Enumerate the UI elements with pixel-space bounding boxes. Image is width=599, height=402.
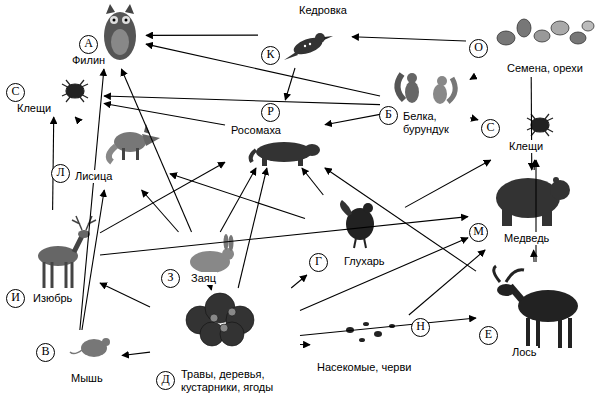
food-arrow [302, 168, 323, 195]
organism-name: Лось [511, 346, 538, 359]
food-arrow [535, 160, 536, 262]
owl-picture [104, 4, 136, 60]
organism-node: Н Насекомые, черви [310, 315, 435, 377]
organism-name: Медведь [503, 232, 550, 245]
letter-circle: З [161, 269, 180, 288]
letter-circle: С [6, 83, 25, 102]
food-arrow [470, 118, 478, 120]
food-arrow [352, 37, 466, 41]
bush-picture [186, 293, 254, 346]
letter-circle: Е [479, 326, 498, 345]
insects-picture [346, 322, 395, 342]
food-arrow [405, 160, 491, 207]
letter-circle: Г [309, 253, 328, 272]
wolverine-picture [251, 142, 320, 166]
food-arrow [104, 103, 225, 125]
organism-node: С Клещи [478, 110, 594, 160]
organism-name: Заяц [190, 272, 217, 285]
bear-picture [496, 177, 570, 226]
organism-name: Росомаха [230, 124, 282, 137]
organism-node: Е Лось [476, 262, 596, 362]
food-arrow [122, 352, 150, 355]
food-arrow [100, 217, 468, 255]
organism-node: Л Лисица [50, 118, 170, 190]
food-arrow [146, 35, 258, 36]
organism-node: О Семена, орехи [466, 10, 596, 77]
food-arrow [104, 96, 380, 105]
food-arrow [80, 69, 104, 330]
organism-node: Г Глухарь [305, 195, 405, 275]
food-arrow [75, 117, 77, 118]
letter-circle: М [469, 223, 488, 242]
bird-picture [284, 33, 333, 60]
letter-circle: В [36, 343, 55, 362]
squirrel-picture [397, 73, 455, 104]
organism-name: Лисица [74, 170, 113, 183]
food-arrow [533, 250, 535, 262]
organism-node: СКлещи [4, 72, 104, 117]
food-arrow [82, 190, 104, 330]
food-arrow [100, 162, 225, 233]
fox-picture [109, 124, 160, 162]
letter-circle: С [481, 119, 500, 138]
grouse-picture [340, 200, 374, 248]
organism-name: Клещи [508, 140, 544, 153]
organism-name: Филин [71, 54, 106, 67]
food-arrow [146, 44, 380, 96]
organism-name: Травы, деревья, кустарники, ягоды [180, 368, 297, 394]
organism-name: Кедровка [298, 4, 348, 17]
food-arrow [409, 250, 485, 315]
nuts-picture [497, 19, 594, 45]
moose-picture [494, 266, 578, 348]
organism-node: З Заяц [158, 232, 250, 290]
letter-circle: Б [379, 106, 398, 125]
food-arrow [531, 77, 533, 170]
food-arrow [285, 68, 295, 100]
organism-name: Мышь [70, 372, 104, 385]
organism-node: Р Росомаха [225, 100, 325, 168]
food-arrow [142, 190, 179, 232]
food-arrow [534, 160, 536, 170]
food-arrow [325, 168, 476, 271]
food-arrow [170, 174, 305, 219]
organism-node: М Медведь [468, 170, 596, 250]
food-arrow [325, 114, 380, 124]
food-arrow [291, 275, 307, 288]
letter-circle: А [79, 35, 98, 54]
food-arrow [238, 168, 267, 288]
organism-node: И Изюбрь [4, 210, 100, 310]
food-arrow [210, 288, 212, 290]
mouse-picture [70, 338, 110, 357]
food-arrow [300, 318, 476, 336]
organism-node: Д Травы, деревья, кустарники, ягоды [150, 288, 300, 398]
organism-name: Насекомые, черви [316, 361, 433, 374]
hare-picture [190, 234, 234, 273]
letter-circle: Д [156, 371, 175, 390]
food-arrow [470, 77, 474, 79]
food-arrow [300, 344, 310, 345]
letter-circle: И [6, 289, 25, 308]
organism-node: В Мышь [32, 330, 122, 392]
food-arrow [100, 283, 150, 307]
letter-circle: Р [261, 103, 280, 122]
food-arrow [53, 117, 54, 210]
organism-name: Клещи [16, 102, 52, 115]
letter-circle: Л [51, 164, 70, 183]
organism-name: Глухарь [343, 255, 386, 268]
organism-node: К Кедровка [258, 2, 352, 68]
letter-circle: Н [411, 318, 430, 337]
organism-name: Изюбрь [32, 292, 73, 305]
organism-name: Семена, орехи [506, 62, 584, 75]
tick-picture [62, 80, 88, 102]
organism-node: АФилин [68, 2, 146, 69]
organism-name: Белка, бурундук [402, 110, 466, 136]
organism-node: ББелка, бурундук [380, 68, 470, 144]
letter-circle: К [261, 46, 280, 65]
letter-circle: О [469, 39, 488, 58]
food-arrow [121, 69, 191, 232]
